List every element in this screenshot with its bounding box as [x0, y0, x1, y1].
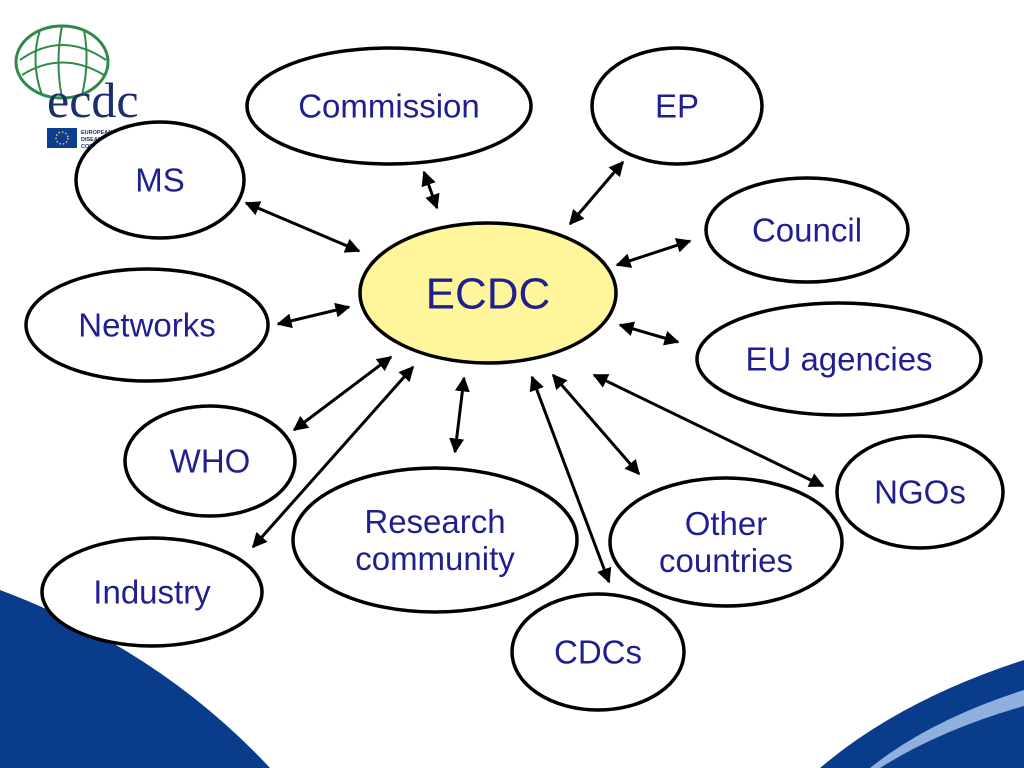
node-ngos: NGOs	[835, 434, 1005, 550]
node-ellipse-industry	[40, 536, 264, 648]
node-ms: MS	[74, 120, 246, 240]
node-industry: Industry	[40, 536, 264, 648]
diagram-edges	[244, 160, 825, 584]
node-label-eu-agencies: EU agencies	[745, 341, 932, 378]
band-right-thin	[870, 690, 1024, 768]
slide-decoration	[0, 590, 1024, 768]
node-label-ms: MS	[135, 162, 185, 199]
node-ellipse-council	[704, 176, 910, 284]
logo-wordmark: ecdc	[47, 72, 139, 128]
node-ep: EP	[590, 46, 764, 166]
node-ellipse-ep	[590, 46, 764, 166]
node-commission: Commission	[245, 46, 533, 166]
node-council: Council	[704, 176, 910, 284]
node-networks: Networks	[24, 267, 270, 383]
node-label-ep: EP	[655, 88, 699, 125]
edge-arrow-ep	[568, 160, 625, 226]
edge-arrow-ngos	[592, 373, 825, 488]
node-label-networks: Networks	[78, 307, 216, 344]
node-label-cdcs: CDCs	[554, 634, 642, 671]
globe-icon	[14, 24, 110, 100]
node-cdcs: CDCs	[510, 592, 686, 712]
node-label-ecdc: ECDC	[426, 269, 551, 318]
node-ellipse-who	[123, 404, 297, 518]
node-ellipse-cdcs	[510, 592, 686, 712]
node-ellipse-ecdc	[358, 221, 618, 365]
edge-arrow-commission	[421, 170, 440, 210]
ecdc-logo: ecdc EUROPEAN CENTRE FOR DISEASE PREVENT…	[14, 24, 156, 150]
node-label-council: Council	[752, 212, 862, 249]
band-left	[0, 590, 270, 768]
node-label-who: WHO	[170, 443, 251, 480]
node-ecdc: ECDC	[358, 221, 618, 365]
node-ellipse-ms	[74, 120, 246, 240]
edge-arrow-cdcs	[529, 375, 612, 584]
node-ellipse-eu-agencies	[695, 301, 983, 417]
node-label-commission: Commission	[298, 88, 480, 125]
eu-flag-icon	[47, 128, 77, 148]
node-label-industry: Industry	[93, 574, 211, 611]
node-eu-agencies: EU agencies	[695, 301, 983, 417]
node-label-other-countries-1: Other	[685, 505, 768, 542]
node-label-research-community-1: Research	[364, 503, 505, 540]
edge-arrow-council	[615, 238, 692, 268]
node-label-research-community-2: community	[355, 540, 515, 577]
node-who: WHO	[123, 404, 297, 518]
band-right	[820, 660, 1024, 768]
edge-arrow-networks	[276, 302, 351, 329]
node-label-ngos: NGOs	[874, 474, 966, 511]
edge-arrow-research-community	[449, 376, 470, 454]
edge-arrow-ms	[244, 201, 361, 253]
node-ellipse-networks	[24, 267, 270, 383]
edge-arrow-eu-agencies	[618, 321, 680, 346]
node-ellipse-research-community	[291, 466, 579, 614]
edge-arrow-industry	[251, 365, 415, 549]
node-ellipse-commission	[245, 46, 533, 166]
node-label-other-countries-2: countries	[659, 542, 793, 579]
edge-arrow-who	[292, 355, 393, 432]
node-ellipse-other-countries	[608, 476, 844, 608]
node-ellipse-ngos	[835, 434, 1005, 550]
